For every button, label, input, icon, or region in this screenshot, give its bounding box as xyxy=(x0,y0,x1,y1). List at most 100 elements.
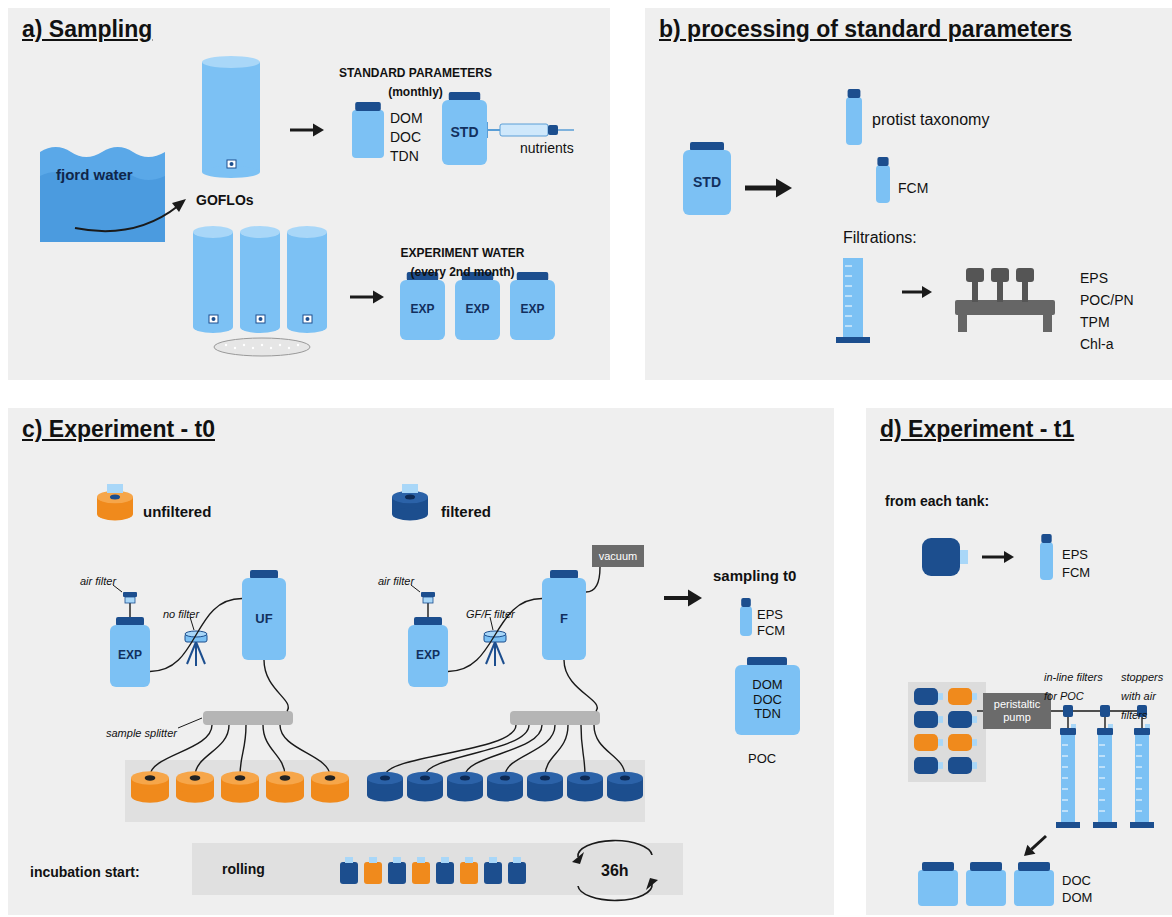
tank xyxy=(407,789,443,802)
filter-funnel xyxy=(991,268,1009,282)
small-tank xyxy=(460,862,478,884)
manifold-leg xyxy=(1043,312,1052,332)
graduation xyxy=(1062,778,1068,779)
graduation xyxy=(845,326,852,327)
tank-side xyxy=(948,734,972,751)
tank xyxy=(567,789,603,802)
bottle-cap xyxy=(922,862,954,871)
air-filter xyxy=(125,597,135,603)
incubation-band xyxy=(192,843,683,895)
label: air filter xyxy=(80,575,116,587)
arrow-head xyxy=(1024,845,1035,856)
tap xyxy=(518,331,522,335)
sample-splitter xyxy=(203,711,293,725)
label: 36h xyxy=(601,862,629,879)
tank-stopper xyxy=(500,775,510,780)
bottle-cap xyxy=(250,570,278,579)
label-holder: incubation start: xyxy=(30,862,140,881)
label: DOM DOC TDN xyxy=(390,110,423,164)
tap xyxy=(259,317,263,321)
graduation xyxy=(1099,811,1105,812)
tubing xyxy=(465,725,542,776)
tubing xyxy=(594,725,625,776)
node-label: EXP xyxy=(410,303,434,317)
tubing xyxy=(1104,717,1105,728)
tap xyxy=(230,162,234,166)
tubing xyxy=(505,725,555,776)
dish xyxy=(214,338,310,356)
filter-stand xyxy=(494,642,496,666)
bottle: EXP xyxy=(455,280,500,340)
graduation xyxy=(1062,745,1068,746)
bottle-cap xyxy=(414,617,442,626)
stopper xyxy=(1097,728,1113,735)
graduation xyxy=(1136,756,1142,757)
graduation xyxy=(1099,756,1105,757)
bottle-cap xyxy=(517,272,549,281)
label-holder: sampling t0 xyxy=(713,566,796,585)
tank-stopper xyxy=(417,857,425,863)
tank-top xyxy=(176,771,214,784)
label-holder: Chl-a xyxy=(1080,334,1113,353)
tank-stopper xyxy=(393,857,401,863)
tank-top xyxy=(131,771,169,784)
label: EPS xyxy=(1080,270,1108,286)
bottle: STD xyxy=(683,150,731,215)
label-holder: EXPERIMENT WATER (every 2nd month) xyxy=(395,242,530,280)
filter-funnel xyxy=(997,282,1003,302)
tank-stopper xyxy=(420,775,430,780)
label-holder: GOFLOs xyxy=(196,190,254,209)
label: DOC xyxy=(1062,873,1091,888)
small-tank xyxy=(436,862,454,884)
tank-stopper xyxy=(345,857,353,863)
tap xyxy=(463,331,467,335)
tank-top xyxy=(487,772,523,785)
air-filter xyxy=(1108,724,1113,728)
graduation xyxy=(1136,811,1142,812)
node-label: rolling xyxy=(222,861,265,877)
tubing xyxy=(264,660,288,711)
arrow-head xyxy=(313,123,324,136)
dish-dot xyxy=(234,347,236,349)
label-holder: GF/F filter xyxy=(466,603,515,622)
label: POC/PN xyxy=(1080,292,1134,308)
label: sample splitter xyxy=(106,727,177,739)
node-label: STD xyxy=(451,124,479,140)
bottle-cap xyxy=(741,598,751,607)
label: sampling t0 xyxy=(713,567,796,584)
panel-title: d) Experiment - t1 xyxy=(880,416,1074,442)
label-holder: POC/PN xyxy=(1080,290,1134,309)
go-flo-top xyxy=(240,226,280,238)
bottle-cap xyxy=(116,617,144,626)
label: TPM xyxy=(1080,314,1110,330)
small-tank xyxy=(484,862,502,884)
label-holder: Filtrations: xyxy=(843,228,917,247)
label-holder: DOM DOC TDN xyxy=(390,108,430,166)
graduated-cylinder xyxy=(1098,735,1112,823)
small-tank xyxy=(388,862,406,884)
label-holder: no filter xyxy=(163,603,199,622)
tank-side xyxy=(914,734,938,751)
device-box: peristaltic pump xyxy=(983,693,1051,729)
tap xyxy=(212,317,216,321)
small-bottle xyxy=(352,110,384,158)
panel-title: c) Experiment - t0 xyxy=(22,416,215,442)
node-label: EXP xyxy=(416,649,440,663)
tubing xyxy=(385,725,516,776)
label: FCM xyxy=(757,623,785,638)
syringe xyxy=(488,129,500,131)
tank-stopper xyxy=(235,775,246,780)
water-body: fjord water xyxy=(40,150,165,242)
tank xyxy=(266,789,304,802)
arrow-head xyxy=(646,878,658,890)
dish-dot xyxy=(279,344,281,346)
tank-side xyxy=(922,538,960,576)
tap xyxy=(256,315,265,323)
tank-stopper xyxy=(938,739,943,746)
go-flo-top xyxy=(287,226,327,238)
label: EPS xyxy=(757,607,783,622)
tank xyxy=(367,789,403,802)
label: DOM xyxy=(1062,890,1092,905)
small-bottle xyxy=(740,606,752,636)
tap xyxy=(460,329,469,337)
